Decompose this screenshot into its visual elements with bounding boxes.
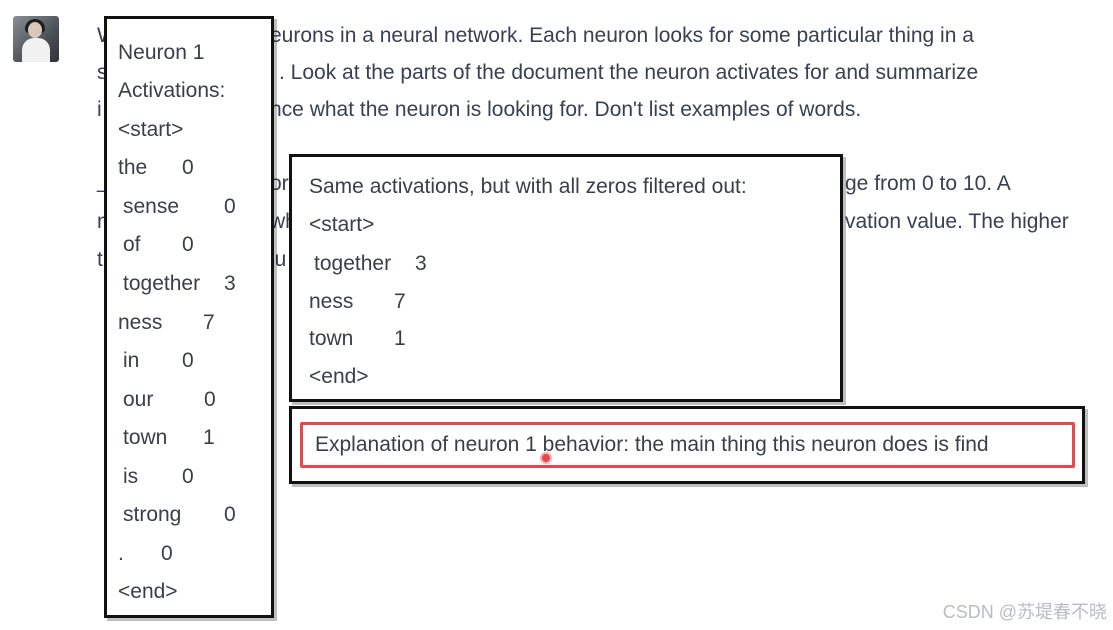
token-text: together — [314, 252, 392, 275]
cursor-indicator-icon — [540, 452, 552, 464]
token-value: 3 — [415, 252, 427, 275]
token-value: 0 — [182, 156, 194, 179]
filtered-start-token: <start> — [309, 213, 375, 236]
prompt-line-1: eurons in a neural network. Each neuron … — [270, 24, 974, 47]
prompt-line-5-lead: n — [97, 210, 109, 233]
token-text: ness — [118, 311, 163, 334]
token-value: 0 — [204, 388, 216, 411]
prompt-line-4-frag-a: _ — [97, 170, 109, 193]
prompt-line-3-lead: i — [97, 98, 102, 121]
token-text: our — [123, 388, 154, 411]
token-value: 0 — [182, 465, 194, 488]
prompt-line-6-lead: t — [97, 248, 103, 271]
token-text: town — [123, 426, 168, 449]
token-text: is — [123, 465, 139, 488]
prompt-line-2-lead: s — [97, 61, 108, 84]
token-text: the — [118, 156, 148, 179]
token-text: in — [123, 349, 140, 372]
activations-start-token: <start> — [118, 118, 184, 141]
activations-panel: Neuron 1 Activations: <start> the 0 sens… — [104, 16, 274, 618]
token-value: 7 — [394, 290, 406, 313]
explanation-highlight: Explanation of neuron 1 behavior: the ma… — [300, 422, 1075, 468]
token-value: 0 — [224, 195, 236, 218]
prompt-line-4-end: ge from 0 to 10. A — [845, 172, 1011, 195]
token-value: 1 — [203, 426, 215, 449]
token-value: 0 — [182, 349, 194, 372]
prompt-line-3: nce what the neuron is looking for. Don'… — [270, 98, 862, 121]
user-avatar — [13, 16, 59, 62]
explanation-panel: Explanation of neuron 1 behavior: the ma… — [289, 406, 1085, 484]
token-text: of — [123, 233, 141, 256]
watermark: CSDN @苏堤春不晓 — [942, 602, 1107, 622]
prompt-line-4-frag-b: or — [270, 172, 289, 195]
token-text: sense — [123, 195, 180, 218]
prompt-line-5-end: vation value. The higher — [845, 210, 1069, 233]
token-value: 3 — [224, 272, 236, 295]
prompt-line-6-frag: lu — [270, 248, 287, 271]
token-text: strong — [123, 503, 182, 526]
avatar-head — [28, 22, 42, 38]
prompt-line-2: . Look at the parts of the document the … — [279, 61, 979, 84]
token-text: town — [309, 327, 354, 350]
token-value: 0 — [161, 542, 173, 565]
filtered-end-token: <end> — [309, 365, 369, 388]
token-value: 7 — [203, 311, 215, 334]
avatar-body — [22, 38, 50, 62]
activations-label: Activations: — [118, 79, 226, 102]
token-value: 0 — [224, 503, 236, 526]
filtered-title: Same activations, but with all zeros fil… — [309, 175, 747, 198]
token-text: together — [123, 272, 201, 295]
activations-end-token: <end> — [118, 580, 178, 603]
token-value: 1 — [394, 327, 406, 350]
filtered-activations-panel: Same activations, but with all zeros fil… — [289, 154, 843, 402]
token-text: ness — [309, 290, 354, 313]
token-value: 0 — [182, 233, 194, 256]
activations-title: Neuron 1 — [118, 41, 205, 64]
token-text: . — [118, 542, 124, 565]
explanation-text: Explanation of neuron 1 behavior: the ma… — [315, 433, 989, 456]
